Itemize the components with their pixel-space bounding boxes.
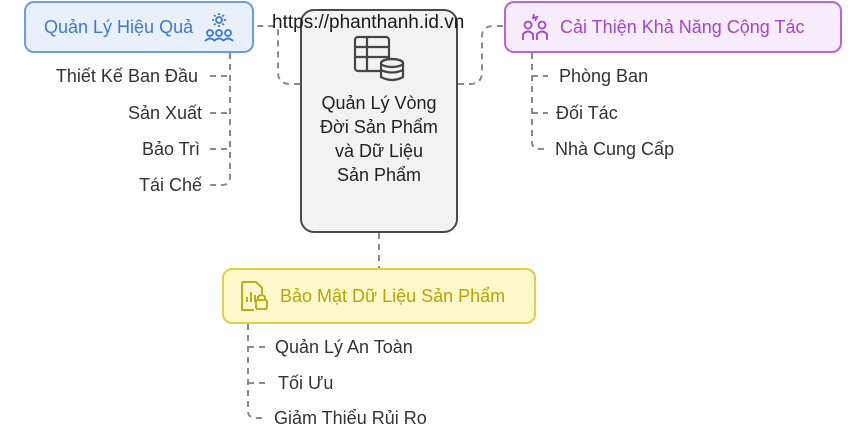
branch-collaboration[interactable]: Cải Thiện Khả Năng Cộng Tác <box>504 1 842 53</box>
leaf-efficiency-3: Bảo Trì <box>141 139 200 159</box>
leaf-efficiency-4: Tái Chế <box>138 175 202 195</box>
branch-efficiency-label: Quản Lý Hiệu Quả <box>44 16 194 37</box>
leaf-collaboration-3: Nhà Cung Cấp <box>555 139 675 159</box>
watermark-url: https://phanthanh.id.vn <box>272 12 465 33</box>
branch-collaboration-label: Cải Thiện Khả Năng Cộng Tác <box>560 16 805 37</box>
central-topic-label: Quản Lý Vòng Đời Sản Phẩm và Dữ Liệu Sản… <box>320 93 438 185</box>
branch-security-label: Bảo Mật Dữ Liệu Sản Phẩm <box>280 285 506 306</box>
secure-document-icon <box>238 280 270 312</box>
branch-security[interactable]: Bảo Mật Dữ Liệu Sản Phẩm <box>222 268 536 324</box>
leaf-efficiency-2: Sản Xuất <box>127 103 202 123</box>
table-database-icon <box>352 33 406 83</box>
central-topic-node[interactable]: Quản Lý Vòng Đời Sản Phẩm và Dữ Liệu Sản… <box>300 9 458 233</box>
leaf-collaboration-2: Đối Tác <box>556 103 618 123</box>
leaf-collaboration-1: Phòng Ban <box>559 66 649 86</box>
branch-efficiency[interactable]: Quản Lý Hiệu Quả <box>24 1 254 53</box>
leaf-security-1: Quản Lý An Toàn <box>275 337 413 357</box>
leaf-security-3: Giảm Thiểu Rủi Ro <box>274 408 427 428</box>
gear-people-icon <box>203 11 235 43</box>
people-sparkle-icon <box>520 12 550 42</box>
leaf-efficiency-1: Thiết Kế Ban Đầu <box>55 66 198 86</box>
leaf-security-2: Tối Ưu <box>278 373 334 393</box>
